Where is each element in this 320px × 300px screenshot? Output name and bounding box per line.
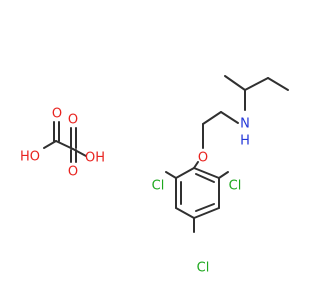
bond-cl-left xyxy=(165,171,177,179)
atom-n: N xyxy=(240,117,250,132)
bond-c1-oh xyxy=(43,140,57,149)
bond-ch3-ch xyxy=(224,75,246,91)
atom-oh-left: HO xyxy=(20,150,40,165)
structure-canvas: HO O O OH O xyxy=(19,75,289,276)
chemical-structure: HO O O OH O xyxy=(20,75,289,276)
bond-o-ring xyxy=(193,161,199,169)
ring-double-3 xyxy=(195,173,215,183)
bond-cl-right xyxy=(218,171,229,179)
ring-bond-4 xyxy=(193,207,220,219)
atom-o-bottom: O xyxy=(68,165,78,180)
bond-ch2-ch2 xyxy=(202,111,222,125)
atom-ether-o: O xyxy=(198,151,208,166)
atom-n-h: H xyxy=(240,134,250,149)
ring-bond-6 xyxy=(193,167,220,179)
atom-cl-left: Cl xyxy=(152,179,165,194)
atom-cl-bottom: Cl xyxy=(197,261,210,276)
bond-ch-ch2 xyxy=(244,77,269,91)
ring-bond-3 xyxy=(175,207,195,219)
bond-ch2-ch3 xyxy=(267,77,289,91)
atom-o-top-right: O xyxy=(68,113,78,128)
atom-o-top-left: O xyxy=(52,107,62,122)
amine-compound: N H O Cl Cl Cl xyxy=(152,75,289,276)
ring-bond-1 xyxy=(175,167,195,179)
oxalic-acid: HO O O OH O xyxy=(20,107,105,180)
bond-n-ch2 xyxy=(220,111,239,124)
atom-oh-right: OH xyxy=(85,151,105,166)
atom-cl-right: Cl xyxy=(229,179,242,194)
ring-double-2 xyxy=(195,203,215,212)
